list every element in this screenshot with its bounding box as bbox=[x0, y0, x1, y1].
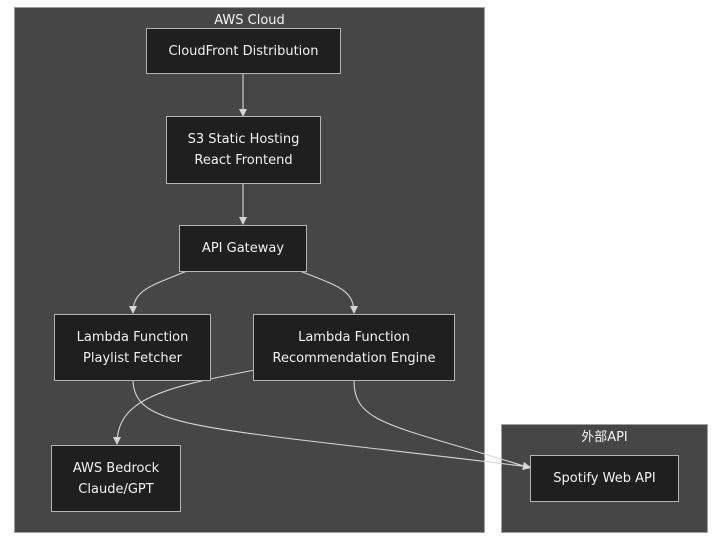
external-api-cluster-title: 外部API bbox=[581, 430, 628, 445]
aws-cloud-cluster-title: AWS Cloud bbox=[214, 13, 285, 28]
lambda-recommendation-engine-node: Lambda Function Recommendation Engine bbox=[253, 314, 455, 381]
spotify-web-api-node: Spotify Web API bbox=[530, 455, 679, 502]
lambda-playlist-fetcher-node: Lambda Function Playlist Fetcher bbox=[54, 314, 211, 381]
cloudfront-node: CloudFront Distribution bbox=[146, 28, 341, 74]
api-gateway-node: API Gateway bbox=[179, 225, 307, 272]
aws-bedrock-node: AWS Bedrock Claude/GPT bbox=[51, 445, 181, 512]
s3-static-hosting-node: S3 Static Hosting React Frontend bbox=[166, 116, 321, 184]
